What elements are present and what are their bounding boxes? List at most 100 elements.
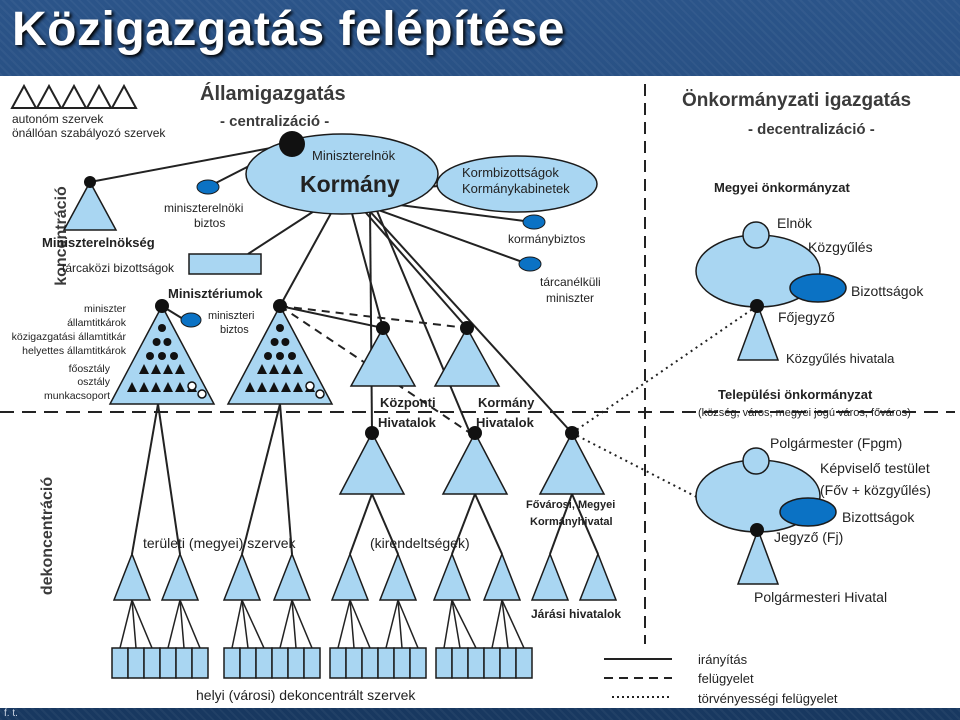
legend-supervision: felügyelet <box>698 671 754 686</box>
minister-wp-node <box>518 256 542 272</box>
local-unit-box <box>345 647 363 679</box>
gov-office-triangle <box>433 326 501 387</box>
government-label: Kormány <box>300 171 400 197</box>
legend-control: irányítás <box>698 652 748 667</box>
council-label-2: (Főv + közgyűlés) <box>820 482 931 498</box>
local-unit-box <box>361 647 379 679</box>
official-dot <box>146 352 154 360</box>
unit-link <box>291 599 297 649</box>
interministerial-box <box>188 253 262 275</box>
local-unit-box <box>499 647 517 679</box>
settlement-committees-node <box>779 497 837 527</box>
official-dot <box>158 352 166 360</box>
legend-legality: törvényességi felügyelet <box>698 691 838 706</box>
autonomous-label: autonóm szervek <box>12 112 104 126</box>
official-dot <box>288 352 296 360</box>
cabinets-label: Kormánykabinetek <box>462 181 570 196</box>
unit-triangle-icon <box>269 364 279 374</box>
committees-label: Kormbizottságok <box>462 165 559 180</box>
unit-triangle-icon <box>293 382 303 392</box>
unit-link <box>443 599 453 649</box>
ministries-label: Minisztériumok <box>168 286 263 301</box>
capital-county-triangle <box>538 431 606 495</box>
official-dot <box>163 338 172 346</box>
territorial-unit-triangle <box>578 551 618 601</box>
unit-link <box>491 599 503 649</box>
local-unit-box <box>143 647 161 679</box>
local-unit-box <box>127 647 145 679</box>
local-unit-box <box>393 647 411 679</box>
local-unit-box <box>255 647 273 679</box>
county-clerk-dot <box>750 299 764 313</box>
branches-label: (kirendeltségek) <box>370 535 470 551</box>
diagram-panel: autonóm szervek önállóan szabályozó szer… <box>0 76 960 708</box>
mayor-node <box>742 447 770 475</box>
unit-link <box>451 599 461 649</box>
unit-link <box>349 599 355 649</box>
unit-triangle-icon <box>175 382 185 392</box>
county-assembly-label: Közgyűlés <box>808 239 873 255</box>
role-state-secretaries: államtitkárok <box>67 317 127 329</box>
minister-wp-label-1: tárcanélküli <box>540 275 601 289</box>
workgroup-ring-icon <box>197 389 207 399</box>
unit-link <box>397 599 403 649</box>
gov-offices-label-2: Hivatalok <box>476 415 535 430</box>
official-dot <box>158 324 166 332</box>
settlement-subtitle: (község, város, megyei jogú város, fővár… <box>698 407 911 419</box>
slide-title: Közigazgatás felépítése <box>12 3 565 56</box>
ministry-1-dot <box>155 299 169 313</box>
county-clerk-label: Főjegyző <box>778 309 835 325</box>
pm-dot <box>279 131 305 157</box>
role-department: főosztály <box>69 363 111 375</box>
role-deputy-secretaries: helyettes államtitkárok <box>22 345 127 357</box>
role-admin-secretary: közigazgatási államtitkár <box>12 331 127 343</box>
territorial-unit-triangle <box>530 551 570 601</box>
unit-link <box>179 599 201 649</box>
unit-triangle-icon <box>163 364 173 374</box>
unit-triangle-icon <box>151 382 161 392</box>
central-offices-label-1: Központi <box>380 395 436 410</box>
ministry-hierarchy-icons <box>127 324 325 399</box>
pm-commissioner-label-2: biztos <box>194 216 225 230</box>
council-label-1: Képviselő testület <box>820 460 930 476</box>
gov-offices-label-1: Kormány <box>478 395 535 410</box>
local-unit-box <box>483 647 501 679</box>
county-title: Megyei önkormányzat <box>714 180 850 195</box>
legality-lines <box>571 305 758 529</box>
unit-link <box>131 599 137 649</box>
local-unit-box <box>409 647 427 679</box>
district-offices-label: Járási hivatalok <box>531 607 621 621</box>
official-dot <box>170 352 178 360</box>
gov-commissioner-node <box>522 214 546 230</box>
unit-triangle-icon <box>293 364 303 374</box>
local-unit-box <box>111 647 129 679</box>
local-unit-box <box>175 647 193 679</box>
footer-text: f. t. <box>4 708 18 719</box>
autonomous-triangles-icon <box>10 83 138 109</box>
capital-county-label-2: Kormányhivatal <box>530 516 613 528</box>
unit-link <box>501 599 525 649</box>
local-unit-box <box>271 647 289 679</box>
county-committees-node <box>789 273 847 303</box>
deconc-lines <box>131 403 599 555</box>
org-diagram: autonóm szervek önállóan szabályozó szer… <box>0 76 960 708</box>
central-offices-label-2: Hivatalok <box>378 415 437 430</box>
gov-office-branch-triangle <box>441 431 509 495</box>
role-workgroup: munkacsoport <box>44 390 110 402</box>
local-unit-box <box>377 647 395 679</box>
minister-wp-label-2: miniszter <box>546 291 594 305</box>
central-office-branch-triangle <box>338 431 406 495</box>
settlement-clerk-dot <box>750 523 764 537</box>
workgroup-ring-icon <box>187 381 197 391</box>
local-admin-subtitle: - decentralizáció - <box>748 121 875 138</box>
territorial-label: területi (megyei) szervek <box>143 535 296 551</box>
unit-link <box>131 599 153 649</box>
unit-triangle-icon <box>151 364 161 374</box>
central-branch-dot <box>365 426 379 440</box>
ministerial-commissioner-label-2: biztos <box>220 324 249 336</box>
workgroup-ring-icon <box>315 389 325 399</box>
unit-link <box>397 599 419 649</box>
local-deconc-label: helyi (városi) dekoncentrált szervek <box>196 687 416 703</box>
unit-link <box>241 599 265 649</box>
ministerial-commissioner-label-1: miniszteri <box>208 310 254 322</box>
